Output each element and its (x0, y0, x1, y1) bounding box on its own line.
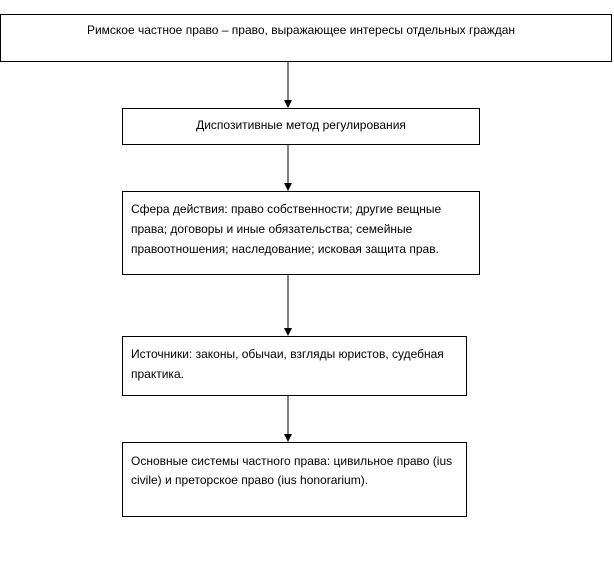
node-scope: Сфера действия: право собственности; дру… (122, 191, 480, 275)
node-private-law-systems: Основные системы частного права: цивильн… (122, 442, 467, 517)
node-sources-text: Источники: законы, обычаи, взгляды юрист… (131, 347, 444, 381)
node-scope-text: Сфера действия: право собственности; дру… (131, 202, 442, 256)
node-sources: Источники: законы, обычаи, взгляды юрист… (122, 336, 467, 396)
node-private-law-systems-text: Основные системы частного права: цивильн… (131, 454, 453, 487)
node-regulation-method-text: Диспозитивные метод регулирования (196, 118, 406, 132)
node-roman-private-law-text: Римское частное право – право, выражающе… (86, 23, 516, 37)
node-regulation-method: Диспозитивные метод регулирования (122, 108, 480, 145)
node-roman-private-law: Римское частное право – право, выражающе… (0, 14, 612, 62)
